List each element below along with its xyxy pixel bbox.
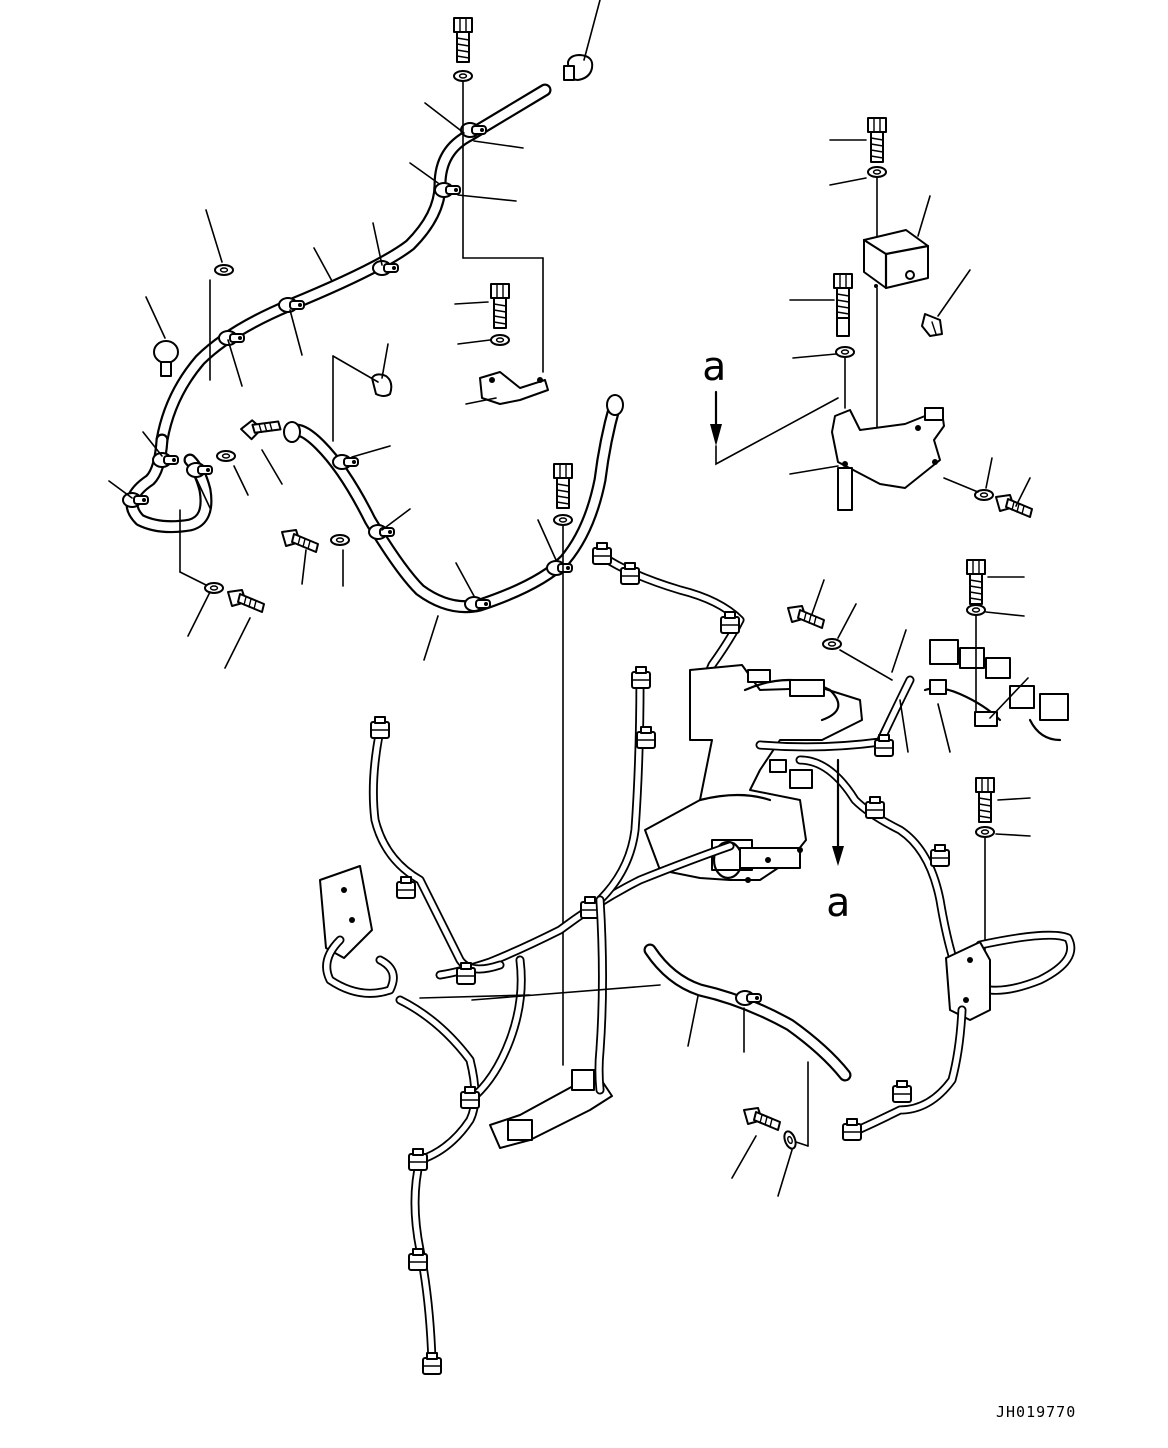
washer-icon [835,346,855,358]
clamp-icon [372,260,399,276]
washer-icon [204,582,224,594]
clamp-icon [434,182,461,198]
bolt-icon [966,559,986,605]
bracket-icon [479,283,549,405]
view-marker-top: a [702,344,726,390]
washer-icon [867,166,887,178]
bolt-icon [867,117,887,163]
bracket-icon [831,407,945,511]
main-wiring-harness: a [319,542,1076,1375]
clamp-icon [735,990,762,1006]
bolt-icon [975,777,995,823]
cap-icon [371,373,393,397]
bolt-icon [787,605,825,629]
clamp-icon [460,122,487,138]
connector-icon [422,1352,442,1375]
washer-icon [822,638,842,650]
connector-icon [842,1118,862,1141]
bolt-icon [453,17,473,63]
connector-icon [930,844,950,867]
washer-icon [330,534,350,546]
clamp-icon [368,524,395,540]
cap-icon [153,340,179,377]
relay-box-assembly: a [702,117,1033,518]
connector-icon [408,1148,428,1171]
middle-cable-assembly [281,343,624,1066]
connector-icon [892,1080,912,1103]
battery-cable-lower [643,943,852,1082]
clamp-icon [152,452,179,468]
connector-icon [921,313,943,337]
relay-box-icon [862,229,930,290]
washer-icon [781,1128,799,1152]
washer-icon [966,604,986,616]
harness-right-branch [795,755,970,995]
clamp-icon [218,330,245,346]
bolt-icon [227,589,265,613]
upper-left-cable-assembly [108,0,601,669]
bracket-icon [319,865,373,959]
bolt-icon [995,494,1033,518]
connector-icon [370,716,390,739]
view-marker-bottom: a [826,880,850,926]
cap-icon [563,54,594,81]
washer-icon [975,826,995,838]
washer-icon [214,264,234,276]
connector-icon [631,666,651,689]
relay-cluster [923,639,1069,742]
clamp-icon [546,560,573,576]
washer-icon [453,70,473,82]
bolt-icon [743,1107,781,1131]
clamp-icon [186,462,213,478]
washer-icon [553,514,573,526]
connector-icon [592,542,612,565]
bracket-icon [945,941,991,1021]
bolt-icon [281,529,319,553]
washer-icon [216,450,236,462]
drawing-code: JH019770 [996,1403,1076,1421]
clamp-icon [278,297,305,313]
control-block [644,664,863,883]
connector-icon [865,796,885,819]
clamp-icon [464,596,491,612]
bolt-icon [553,463,573,509]
bolt-icon [239,408,284,448]
bolt-icon [833,273,853,319]
